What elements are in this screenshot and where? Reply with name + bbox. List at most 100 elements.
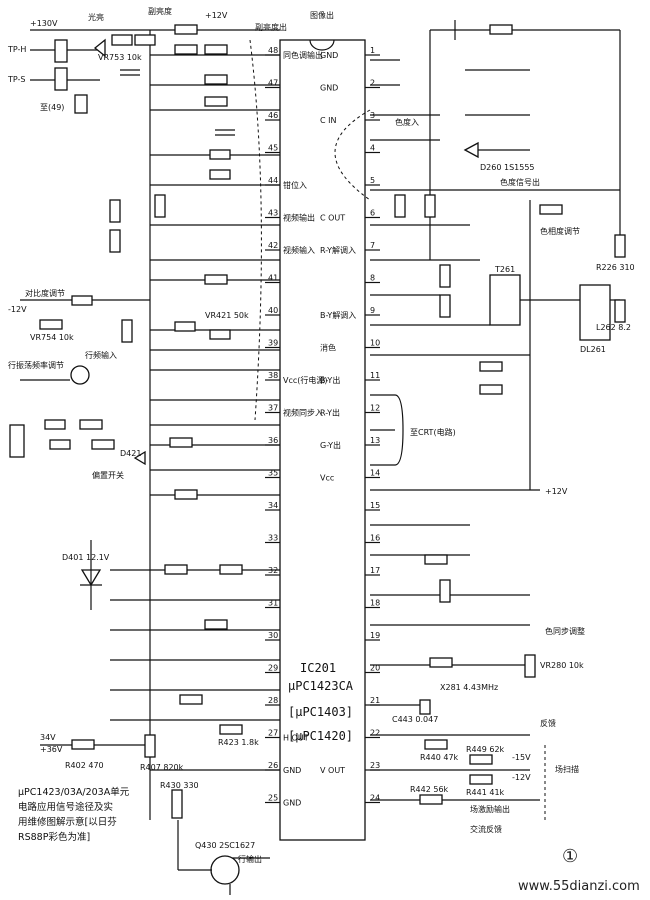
pin-number-right: 22 bbox=[370, 729, 380, 738]
pin-number-left: 46 bbox=[268, 111, 278, 120]
pin-number-right: 2 bbox=[370, 79, 375, 88]
pin-label-right: GND bbox=[320, 84, 338, 93]
caption-block: μPC1423/03A/203A单元 电路应用信号途径及实 用维修图解示意[以日… bbox=[18, 786, 130, 843]
ic-ref: IC201 bbox=[300, 661, 336, 675]
pin-number-right: 12 bbox=[370, 404, 380, 413]
pin-label-left: 视频同步入 bbox=[283, 408, 323, 418]
pin-label-left: 视频输入 bbox=[283, 245, 315, 255]
ic-label: IC201 μPC1423CA [μPC1403] [μPC1420] bbox=[288, 661, 354, 743]
label-v-amp: 场扫描 bbox=[555, 764, 579, 774]
pin-number-right: 20 bbox=[370, 664, 380, 673]
part-labels: D401 12.1V X281 4.43MHz Q430 2SC1627 DL2… bbox=[30, 53, 635, 850]
part-x281: X281 4.43MHz bbox=[440, 683, 498, 692]
pin-label-right: 消色 bbox=[320, 343, 336, 353]
pin-number-right: 16 bbox=[370, 534, 380, 543]
pin-number-left: 39 bbox=[268, 339, 278, 348]
pin-number-right: 13 bbox=[370, 436, 380, 445]
caption-line-3: 用维修图解示意[以日芬 bbox=[18, 816, 117, 828]
pin-label-right: GND bbox=[320, 51, 338, 60]
part-r441: R441 41k bbox=[466, 788, 505, 797]
pin-number-left: 26 bbox=[268, 761, 278, 770]
label-plus130v: +130V bbox=[30, 19, 58, 28]
pin-label-left: 视频输出 bbox=[283, 213, 315, 223]
pin-number-right: 15 bbox=[370, 501, 380, 510]
pin-number-left: 34 bbox=[268, 501, 278, 510]
pin-label-right: C OUT bbox=[320, 214, 345, 223]
label-plus36v: +36V bbox=[40, 745, 63, 754]
pin-label-right: B-Y出 bbox=[320, 375, 340, 385]
right-network bbox=[370, 20, 626, 820]
label-g-y-matrix: 至CRT(电路) bbox=[410, 427, 456, 437]
label-brightness: 光亮 bbox=[88, 12, 104, 22]
pin-label-right: B-Y解调入 bbox=[320, 310, 356, 320]
part-d401: D401 12.1V bbox=[62, 553, 110, 562]
caption-line-4: RS88P彩色为准] bbox=[18, 831, 90, 843]
pin-label-left: 同色调输出 bbox=[283, 50, 323, 60]
label-r-bias: 偏置开关 bbox=[92, 470, 124, 480]
part-r423: R423 1.8k bbox=[218, 738, 259, 747]
label-zero-v: 至(49) bbox=[40, 103, 64, 112]
part-l262: L262 8.2 bbox=[596, 323, 631, 332]
part-r440: R440 47k bbox=[420, 753, 459, 762]
signal-paths bbox=[249, 39, 371, 421]
label-tp-s: TP-S bbox=[7, 75, 26, 84]
pin-number-right: 6 bbox=[370, 209, 375, 218]
pin-number-right: 1 bbox=[370, 46, 375, 55]
label-minus15v: -15V bbox=[512, 753, 531, 762]
part-vr280: VR280 10k bbox=[540, 661, 584, 670]
pin-number-left: 31 bbox=[268, 599, 278, 608]
pin-number-left: 28 bbox=[268, 696, 278, 705]
pin-number-left: 36 bbox=[268, 436, 278, 445]
pin-number-left: 29 bbox=[268, 664, 278, 673]
part-r449: R449 62k bbox=[466, 745, 505, 754]
label-pic-out: 图像出 bbox=[310, 10, 334, 20]
pin-number-right: 21 bbox=[370, 696, 380, 705]
label-minus12v: -12V bbox=[8, 305, 27, 314]
pin-number-left: 33 bbox=[268, 534, 278, 543]
part-r226: R226 310 bbox=[596, 263, 635, 272]
label-plus12v-mid: +12V bbox=[545, 487, 568, 496]
pin-number-right: 7 bbox=[370, 241, 375, 250]
pin-label-right: R-Y解调入 bbox=[320, 245, 356, 255]
left-lower-network bbox=[40, 540, 280, 895]
left-middle-network bbox=[9, 295, 280, 500]
pin-number-left: 47 bbox=[268, 79, 278, 88]
pin-number-right: 18 bbox=[370, 599, 380, 608]
caption-line-2: 电路应用信号途径及实 bbox=[18, 801, 113, 813]
label-color-sync-adj: 色同步调整 bbox=[545, 626, 585, 636]
label-sync-sep: 行振荡频率调节 bbox=[8, 360, 64, 370]
top-left-network bbox=[30, 24, 280, 285]
caption-line-1: μPC1423/03A/203A单元 bbox=[18, 786, 130, 798]
pin-label-right: R-Y出 bbox=[320, 408, 340, 418]
pin-number-right: 8 bbox=[370, 274, 375, 283]
part-c443: C443 0.047 bbox=[392, 715, 438, 724]
pin-number-left: 42 bbox=[268, 241, 278, 250]
part-t261: T261 bbox=[494, 265, 515, 274]
pin-label-left: 钳位入 bbox=[283, 180, 307, 190]
label-sub-bright: 副亮度出 bbox=[255, 22, 287, 32]
label-ac-feedback: 交流反馈 bbox=[470, 824, 502, 834]
pin-label-right: V OUT bbox=[320, 766, 345, 775]
page-mark: ① bbox=[562, 846, 578, 867]
pin-number-left: 35 bbox=[268, 469, 278, 478]
pin-number-right: 9 bbox=[370, 306, 375, 315]
label-plus12v-top: +12V bbox=[205, 11, 228, 20]
pin-label-right: C IN bbox=[320, 116, 336, 125]
label-contrast-limit: 副亮度 bbox=[148, 6, 172, 16]
label-tint-adj: 色相度调节 bbox=[540, 226, 580, 236]
pin-number-right: 14 bbox=[370, 469, 380, 478]
pin-number-right: 17 bbox=[370, 566, 380, 575]
part-vr421: VR421 50k bbox=[205, 311, 249, 320]
watermark: www.55dianzi.com bbox=[518, 879, 640, 894]
pin-number-left: 27 bbox=[268, 729, 278, 738]
pin-number-right: 23 bbox=[370, 761, 380, 770]
label-color-sync-out: 色度信号出 bbox=[500, 177, 540, 187]
part-d421: D421 bbox=[120, 449, 141, 458]
pin-number-right: 24 bbox=[370, 794, 380, 803]
pin-label-left: H OUT bbox=[283, 734, 309, 743]
part-r442: R442 56k bbox=[410, 785, 449, 794]
pin-label-left: GND bbox=[283, 799, 301, 808]
pin-number-left: 37 bbox=[268, 404, 278, 413]
